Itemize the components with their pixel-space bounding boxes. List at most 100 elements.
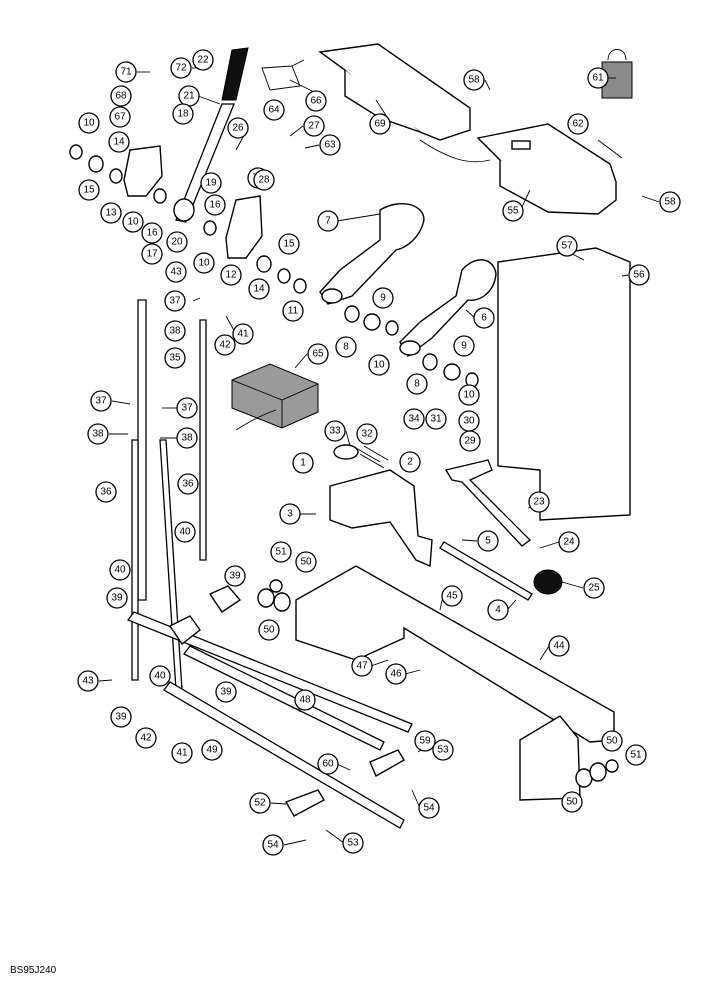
callout-44: 44 — [548, 635, 570, 657]
callout-label: 62 — [572, 119, 584, 130]
callout-25: 25 — [583, 577, 605, 599]
lever-knob — [533, 569, 563, 595]
callout-72: 72 — [170, 57, 192, 79]
callout-17: 17 — [141, 243, 163, 265]
shaft-4 — [439, 541, 533, 601]
callout-18: 18 — [172, 103, 194, 125]
callout-19: 19 — [200, 172, 222, 194]
callout-38: 38 — [176, 427, 198, 449]
callout-8: 8 — [406, 373, 428, 395]
callout-61: 61 — [587, 67, 609, 89]
callout-label: 25 — [588, 583, 600, 594]
frame-bushings — [257, 579, 619, 788]
callout-label: 38 — [181, 433, 193, 444]
callout-71: 71 — [115, 61, 137, 83]
callout-label: 39 — [111, 593, 123, 604]
callout-label: 37 — [169, 296, 181, 307]
callout-label: 29 — [464, 436, 476, 447]
callout-label: 4 — [495, 605, 501, 616]
callout-label: 53 — [347, 838, 359, 849]
callout-5: 5 — [477, 530, 499, 552]
callout-label: 2 — [407, 457, 413, 468]
callout-label: 11 — [288, 306, 299, 317]
callout-label: 50 — [300, 557, 312, 568]
callout-15: 15 — [78, 179, 100, 201]
callout-35: 35 — [164, 347, 186, 369]
callout-58: 58 — [659, 191, 681, 213]
callout-label: 24 — [563, 537, 575, 548]
callout-10: 10 — [368, 354, 390, 376]
callout-label: 19 — [205, 178, 217, 189]
callout-48: 48 — [294, 689, 316, 711]
callout-label: 14 — [253, 284, 265, 295]
callout-label: 51 — [630, 750, 642, 761]
callout-50: 50 — [561, 791, 583, 813]
callout-66: 66 — [305, 90, 327, 112]
callout-10: 10 — [458, 384, 480, 406]
callout-label: 42 — [219, 340, 231, 351]
callout-59: 59 — [414, 730, 436, 752]
callout-label: 17 — [146, 249, 158, 260]
callout-label: 38 — [169, 326, 181, 337]
callout-label: 67 — [114, 112, 126, 123]
parts-artwork — [69, 43, 660, 846]
callout-39: 39 — [215, 681, 237, 703]
callout-29: 29 — [459, 430, 481, 452]
callout-label: 37 — [181, 403, 193, 414]
shift-lever-23 — [444, 459, 531, 547]
callout-69: 69 — [369, 113, 391, 135]
callout-label: 46 — [390, 669, 402, 680]
callout-label: 58 — [664, 197, 676, 208]
callout-54: 54 — [262, 834, 284, 856]
bushings — [69, 144, 479, 388]
callout-label: 47 — [356, 661, 368, 672]
callout-label: 51 — [275, 547, 287, 558]
callout-label: 40 — [114, 565, 126, 576]
callout-63: 63 — [319, 134, 341, 156]
callout-label: 30 — [463, 416, 475, 427]
callout-label: 59 — [419, 736, 431, 747]
callout-39: 39 — [106, 587, 128, 609]
callout-label: 22 — [197, 55, 209, 66]
callout-27: 27 — [303, 115, 325, 137]
callout-51: 51 — [625, 744, 647, 766]
callout-43: 43 — [77, 670, 99, 692]
callout-label: 57 — [561, 241, 573, 252]
callout-label: 5 — [485, 536, 491, 547]
callout-label: 32 — [361, 429, 373, 440]
callout-label: 18 — [177, 109, 189, 120]
callout-64: 64 — [263, 99, 285, 121]
callout-40: 40 — [174, 521, 196, 543]
callout-label: 63 — [324, 140, 336, 151]
callout-label: 6 — [481, 313, 487, 324]
callout-20: 20 — [166, 231, 188, 253]
callout-label: 10 — [83, 118, 95, 129]
callout-37: 37 — [176, 397, 198, 419]
callout-label: 52 — [254, 798, 266, 809]
callout-label: 37 — [95, 396, 107, 407]
callout-24: 24 — [558, 531, 580, 553]
callout-8: 8 — [335, 336, 357, 358]
callout-32: 32 — [356, 423, 378, 445]
callout-42: 42 — [214, 334, 236, 356]
callout-45: 45 — [441, 585, 463, 607]
callout-54: 54 — [418, 797, 440, 819]
bracket-13 — [123, 145, 163, 197]
callout-13: 13 — [100, 202, 122, 224]
callout-label: 27 — [308, 121, 320, 132]
callout-label: 43 — [82, 676, 94, 687]
callout-label: 42 — [140, 733, 152, 744]
callout-50: 50 — [258, 619, 280, 641]
callout-11: 11 — [282, 300, 304, 322]
callout-49: 49 — [201, 739, 223, 761]
callout-67: 67 — [109, 106, 131, 128]
figure-code: BS95J240 — [10, 965, 57, 976]
detent-spring — [333, 444, 389, 469]
callout-14: 14 — [108, 131, 130, 153]
callout-26: 26 — [227, 117, 249, 139]
callout-57: 57 — [556, 235, 578, 257]
callout-label: 9 — [380, 293, 386, 304]
callout-label: 53 — [437, 745, 449, 756]
callout-label: 61 — [592, 73, 604, 84]
callout-label: 8 — [343, 342, 349, 353]
